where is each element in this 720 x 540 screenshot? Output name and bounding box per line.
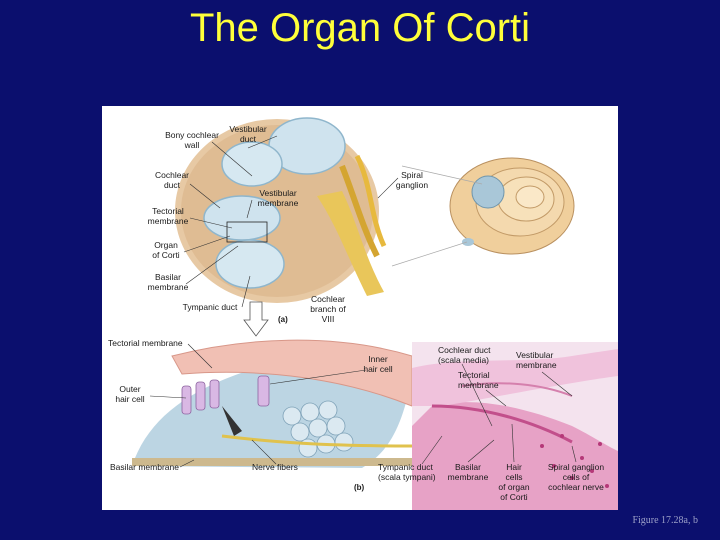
label-micro-cochlear-duct-2: (scala media) (438, 355, 489, 365)
label-micro-tectorial-membrane-2: membrane (458, 380, 499, 390)
label-micro-vestibular-membrane-2: membrane (516, 360, 557, 370)
cochlea-cross-section (175, 117, 387, 337)
slide-title: The Organ Of Corti (189, 6, 531, 50)
label-tectorial-membrane-a-1: Tectorial (152, 206, 184, 216)
label-inner-hair-cell-2: hair cell (363, 364, 392, 374)
label-spiral-ganglion-1: Spiral (401, 170, 423, 180)
label-tympanic-duct-a: Tympanic duct (183, 302, 238, 312)
label-micro-hair-cells-3: of organ (498, 482, 529, 492)
label-bony-wall-1: Bony cochlear (165, 130, 219, 140)
label-cochlear-branch-3: VIII (322, 314, 335, 324)
label-micro-basilar-membrane-2: membrane (448, 472, 489, 482)
label-panel-a: (a) (278, 315, 288, 324)
label-tectorial-membrane-b: Tectorial membrane (108, 338, 183, 348)
label-vestibular-membrane-1: Vestibular (259, 188, 296, 198)
label-cochlear-branch-1: Cochlear (311, 294, 345, 304)
label-cochlear-branch-2: branch of (310, 304, 346, 314)
organ-detail-illustration (132, 339, 413, 468)
figure-caption: Figure 17.28a, b (632, 515, 698, 526)
label-basilar-membrane-b: Basilar membrane (110, 462, 179, 472)
label-spiral-ganglion-2: ganglion (396, 180, 428, 190)
label-micro-cochlear-duct-1: Cochlear duct (438, 345, 491, 355)
label-cochlear-duct-1: Cochlear (155, 170, 189, 180)
label-cochlear-duct-2: duct (164, 180, 181, 190)
label-micro-hair-cells-1: Hair (506, 462, 522, 472)
svg-text:Cochlear duct(scala media): Cochlear duct(scala media) (438, 345, 491, 365)
label-basilar-membrane-a-2: membrane (148, 282, 189, 292)
label-micro-vestibular-membrane-1: Vestibular (516, 350, 553, 360)
label-outer-hair-cell-2: hair cell (115, 394, 144, 404)
label-nerve-fibers: Nerve fibers (252, 462, 298, 472)
label-organ-corti-2: of Corti (152, 250, 180, 260)
label-micro-basilar-membrane-1: Basilar (455, 462, 481, 472)
svg-text:Tympanic duct(scala tympani): Tympanic duct(scala tympani) (378, 462, 436, 482)
label-micro-tectorial-membrane-1: Tectorial (458, 370, 490, 380)
label-micro-spiral-ganglion-2: cells of (563, 472, 590, 482)
label-vestibular-duct-1: Vestibular (229, 124, 266, 134)
cochlea-shell-illustration (391, 157, 575, 267)
label-panel-b: (b) (354, 483, 365, 492)
histology-micrograph (412, 342, 618, 510)
label-micro-spiral-ganglion-1: Spiral ganglion (548, 462, 605, 472)
label-outer-hair-cell-1: Outer (119, 384, 140, 394)
label-inner-hair-cell-1: Inner (368, 354, 388, 364)
label-basilar-membrane-a-1: Basilar (155, 272, 181, 282)
label-vestibular-membrane-2: membrane (258, 198, 299, 208)
label-vestibular-duct-2: duct (240, 134, 257, 144)
label-tectorial-membrane-a-2: membrane (148, 216, 189, 226)
label-micro-spiral-ganglion-3: cochlear nerve (548, 482, 604, 492)
label-micro-hair-cells-4: of Corti (500, 492, 528, 502)
label-micro-hair-cells-2: cells (505, 472, 522, 482)
label-micro-tympanic-duct-2: (scala tympani) (378, 472, 436, 482)
label-micro-tympanic-duct-1: Tympanic duct (378, 462, 433, 472)
label-bony-wall-2: wall (184, 140, 200, 150)
label-organ-corti-1: Organ (154, 240, 178, 250)
